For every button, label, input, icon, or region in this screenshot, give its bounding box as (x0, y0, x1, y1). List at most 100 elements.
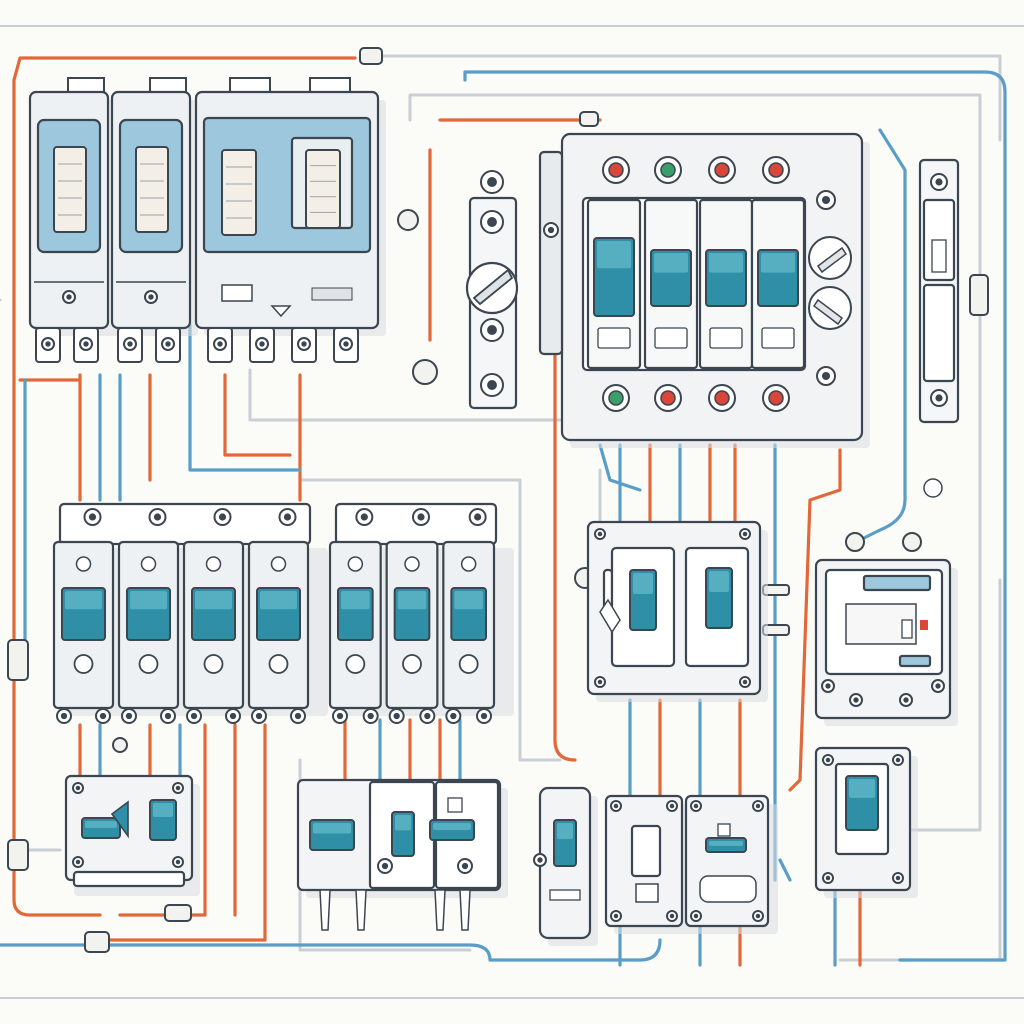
toggle-highlight (195, 591, 232, 610)
toggle-lever[interactable] (705, 837, 747, 853)
screw-head (165, 341, 171, 347)
bottom-single-switch (533, 786, 598, 946)
toggle-body (53, 146, 87, 233)
label-tag (447, 797, 463, 813)
status-dot-icon (404, 556, 420, 572)
toggle-lever[interactable] (650, 249, 692, 307)
toggle-highlight (313, 823, 351, 834)
screw-head (360, 513, 368, 521)
screw-head (935, 394, 943, 402)
toggle-lever[interactable] (391, 811, 415, 857)
screw-head (487, 177, 497, 187)
screw-head (83, 341, 89, 347)
cable-gland (459, 889, 471, 931)
toggle-highlight (130, 591, 167, 610)
screw-head (742, 679, 748, 685)
toggle-highlight (260, 591, 297, 610)
screw-head (821, 195, 831, 205)
screw-head (175, 785, 181, 791)
screw-head (597, 679, 603, 685)
indicator-lamp (768, 390, 784, 406)
indicator-lamp (714, 390, 730, 406)
socket-outlet-icon (699, 875, 757, 903)
indicator-lamp (660, 162, 676, 178)
knob-handle (472, 268, 514, 306)
screw-head (255, 712, 263, 720)
toggle-lever[interactable] (757, 249, 799, 307)
screw-head (450, 712, 457, 720)
rotary-knob[interactable] (465, 261, 519, 315)
screw-head (381, 862, 389, 870)
status-dot-icon (347, 556, 364, 572)
page-border (0, 25, 1024, 999)
toggle-lever[interactable] (221, 149, 257, 236)
toggle-lever[interactable] (593, 237, 635, 317)
toggle-highlight (849, 779, 875, 798)
toggle-highlight (633, 573, 653, 594)
toggle-lever[interactable] (337, 587, 374, 641)
screw-head (597, 531, 603, 537)
reset-button-icon (138, 654, 159, 674)
screw-head (461, 862, 469, 870)
screw-head (367, 712, 374, 720)
screw-head (393, 712, 400, 720)
board-rotary-knob[interactable] (808, 236, 852, 280)
right-edge-din-rail (918, 158, 960, 498)
mode-button (901, 619, 913, 639)
board-rotary-knob[interactable] (808, 286, 852, 330)
cable-gland (319, 889, 331, 931)
toggle-lever[interactable] (429, 819, 475, 841)
toggle-highlight (654, 253, 688, 273)
cable-clamp (599, 598, 621, 634)
toggle-lever[interactable] (450, 587, 488, 641)
toggle-lever[interactable] (256, 587, 301, 641)
screw-head (229, 712, 237, 720)
top-main-meter-breaker (194, 77, 386, 363)
toggle-lever[interactable] (191, 587, 236, 641)
toggle-lever[interactable] (126, 587, 171, 641)
toggle-lever[interactable] (553, 819, 577, 867)
indicator-lamp (608, 162, 624, 178)
toggle-highlight (454, 591, 483, 610)
toggle-lever[interactable] (705, 249, 747, 307)
toggle-lever[interactable] (61, 587, 106, 641)
screw-head (487, 217, 497, 227)
reset-button-icon (73, 654, 94, 674)
components-layer (28, 77, 960, 946)
toggle-lever[interactable] (149, 799, 177, 841)
toggle-highlight (65, 591, 102, 610)
toggle-lever[interactable] (309, 819, 355, 851)
screw-head (153, 513, 162, 521)
screw-head (487, 325, 497, 335)
toggle-lever[interactable] (705, 567, 733, 629)
toggle-highlight (397, 591, 427, 610)
screw-head (217, 341, 223, 347)
toggle-lever[interactable] (393, 587, 431, 641)
screw-head (825, 683, 831, 689)
toggle-lever[interactable] (135, 146, 169, 233)
screw-head (547, 226, 555, 234)
toggle-highlight (709, 841, 743, 846)
middle-center-breaker-bank (328, 502, 514, 724)
status-bar (862, 574, 932, 592)
toggle-lever[interactable] (53, 146, 87, 233)
reset-button-icon (203, 654, 224, 674)
indicator-lamp (608, 390, 624, 406)
screw-head (88, 513, 97, 521)
screw-head (301, 341, 307, 347)
status-dot-icon (205, 556, 222, 572)
toggle-lever[interactable] (81, 817, 121, 839)
toggle-highlight (85, 821, 117, 828)
rating-plate (311, 287, 353, 301)
bottom-socket-pair (604, 794, 778, 934)
toggle-lever[interactable] (305, 149, 341, 229)
screw-head (218, 513, 227, 521)
toggle-highlight (341, 591, 370, 610)
screw-head (148, 294, 154, 300)
socket-outlet-icon (635, 883, 659, 903)
toggle-lever[interactable] (845, 775, 879, 831)
indicator-lamp (768, 162, 784, 178)
toggle-lever[interactable] (629, 569, 657, 631)
bottom-center-switch-block (296, 778, 508, 931)
